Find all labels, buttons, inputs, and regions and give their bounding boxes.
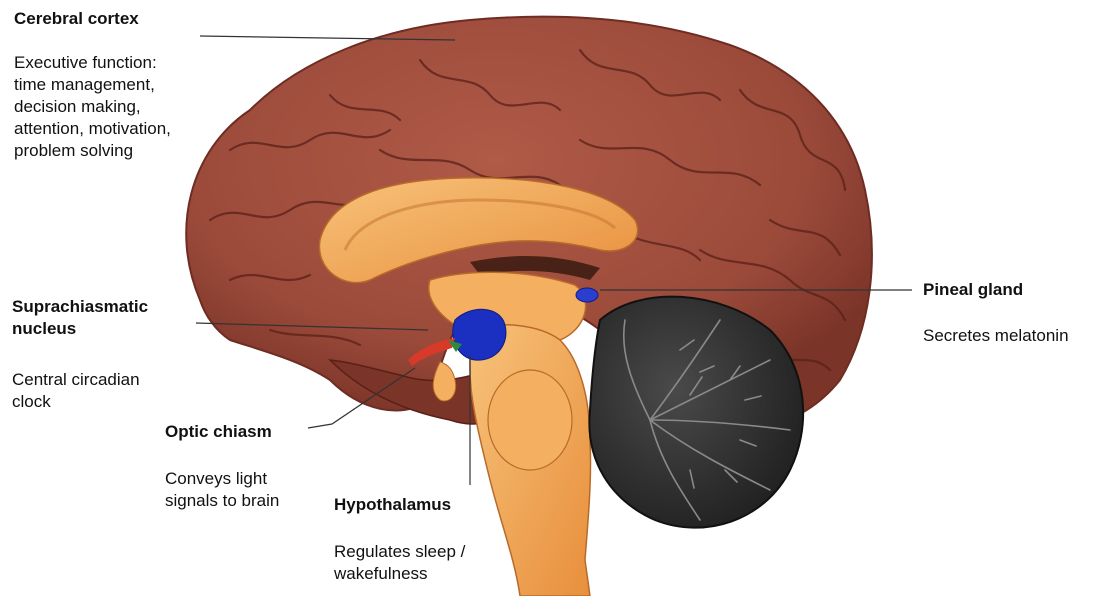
cerebral-cortex-desc-line: problem solving xyxy=(14,140,171,162)
cerebral-cortex-description: Executive function: time management, dec… xyxy=(14,52,171,162)
pons-shape xyxy=(488,370,572,470)
optic-chiasm-desc-line: signals to brain xyxy=(165,490,279,512)
pineal-gland-shape xyxy=(576,288,598,302)
hypothalamus-shape xyxy=(453,309,506,360)
hypothalamus-desc-line: Regulates sleep / xyxy=(334,541,465,563)
optic-chiasm-title: Optic chiasm xyxy=(165,421,272,443)
scn-desc-line: Central circadian xyxy=(12,369,140,391)
cerebral-cortex-title: Cerebral cortex xyxy=(14,8,139,30)
scn-title-line: nucleus xyxy=(12,318,148,340)
pineal-gland-title: Pineal gland xyxy=(923,279,1023,301)
optic-chiasm-description: Conveys light signals to brain xyxy=(165,468,279,512)
cerebral-cortex-desc-line: attention, motivation, xyxy=(14,118,171,140)
scn-desc-line: clock xyxy=(12,391,140,413)
cerebral-cortex-desc-line: time management, xyxy=(14,74,171,96)
cerebral-cortex-desc-line: Executive function: xyxy=(14,52,171,74)
hypothalamus-desc-line: wakefulness xyxy=(334,563,465,585)
pineal-gland-description: Secretes melatonin xyxy=(923,325,1069,347)
hypothalamus-title: Hypothalamus xyxy=(334,494,451,516)
optic-chiasm-desc-line: Conveys light xyxy=(165,468,279,490)
scn-title-line: Suprachiasmatic xyxy=(12,296,148,318)
hypothalamus-description: Regulates sleep / wakefulness xyxy=(334,541,465,585)
scn-title: Suprachiasmatic nucleus xyxy=(12,296,148,340)
scn-description: Central circadian clock xyxy=(12,369,140,413)
cerebellum xyxy=(589,297,803,528)
cerebral-cortex-desc-line: decision making, xyxy=(14,96,171,118)
